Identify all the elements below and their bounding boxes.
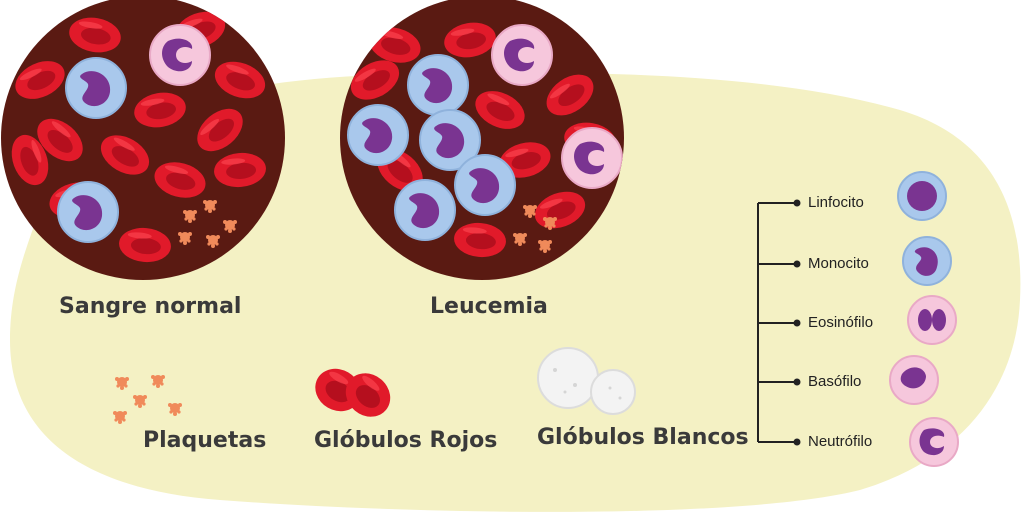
type-label-neutrophil: Neutrófilo	[808, 433, 873, 450]
type-label-monocyte: Monocito	[808, 255, 869, 272]
white-cells-label: Glóbulos Blancos	[537, 425, 749, 450]
basophil-icon	[889, 355, 939, 405]
platelets-label: Plaquetas	[143, 428, 267, 453]
neutrophil-icon	[909, 417, 959, 467]
lymphocyte-icon	[897, 171, 947, 221]
eosinophil-icon	[907, 295, 957, 345]
leukemia-label: Leucemia	[430, 294, 548, 319]
type-label-basophil: Basófilo	[808, 373, 862, 390]
type-label-eosinophil: Eosinófilo	[808, 314, 874, 331]
monocyte-icon	[902, 236, 952, 286]
type-label-lymphocyte: Linfocito	[808, 194, 864, 211]
red-cells-label: Glóbulos Rojos	[314, 428, 498, 453]
normal-blood-label: Sangre normal	[59, 294, 242, 319]
tree-dots	[793, 199, 801, 446]
white-cells-legend-icon	[537, 347, 636, 415]
white-cell-tree	[757, 202, 796, 443]
